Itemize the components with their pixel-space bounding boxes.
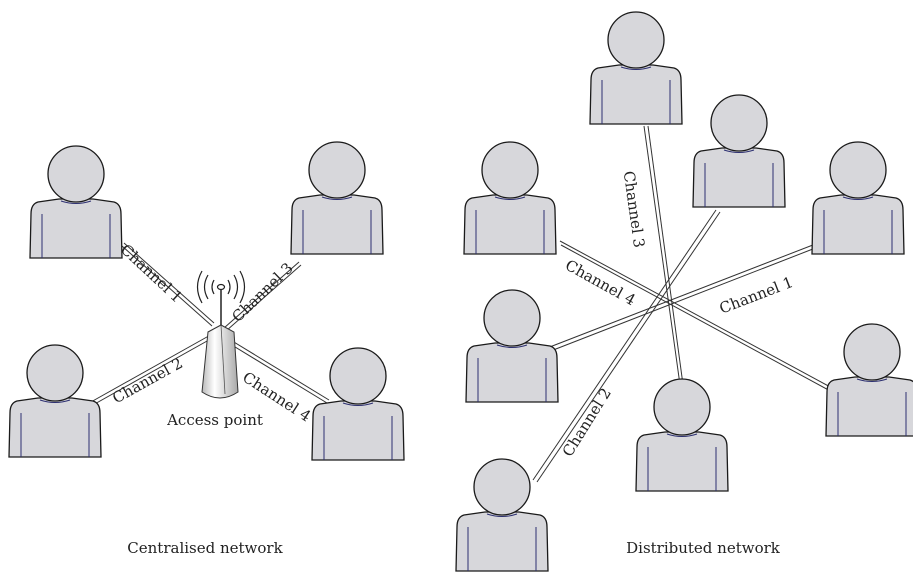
centralised-link-2: [81, 332, 217, 411]
distributed-link-4: [532, 209, 721, 483]
distributed-link-1: [559, 240, 835, 394]
centralised-network-caption: Centralised network: [127, 539, 283, 557]
user-icon: [455, 458, 549, 572]
user-icon: [692, 94, 786, 208]
access-point: [196, 270, 246, 399]
user-icon: [311, 347, 405, 461]
distributed-channel-2-label: Channel 2: [559, 385, 615, 460]
person-icons: [8, 11, 913, 572]
user-icon: [825, 323, 913, 437]
user-icon: [463, 141, 557, 255]
distributed-channel-3-label: Channel 3: [620, 170, 649, 249]
user-icon: [465, 289, 559, 403]
wireless-signal-icon: [196, 270, 246, 304]
centralised-channel-2-label: Channel 2: [109, 354, 185, 407]
distributed-channel-4-label: Channel 4: [562, 256, 638, 309]
user-icon: [290, 141, 384, 255]
centralised-links: [81, 242, 330, 411]
distributed-link-3: [643, 125, 685, 393]
distributed-links: [532, 125, 835, 483]
centralised-link-3: [223, 261, 302, 332]
distributed-channel-1-label: Channel 1: [717, 273, 796, 318]
user-icon: [29, 145, 123, 259]
user-icon: [811, 141, 905, 255]
centralised-channel-3-label: Channel 3: [228, 259, 296, 326]
user-icon: [589, 11, 683, 125]
centralised-link-4: [221, 335, 330, 404]
centralised-channel-1-label: Channel 1: [117, 240, 186, 306]
access-point-label: Access point: [166, 411, 263, 429]
distributed-network-caption: Distributed network: [626, 539, 781, 557]
centralised-link-1: [121, 242, 215, 327]
distributed-link-2: [541, 242, 819, 355]
user-icon: [635, 378, 729, 492]
user-icon: [8, 344, 102, 458]
